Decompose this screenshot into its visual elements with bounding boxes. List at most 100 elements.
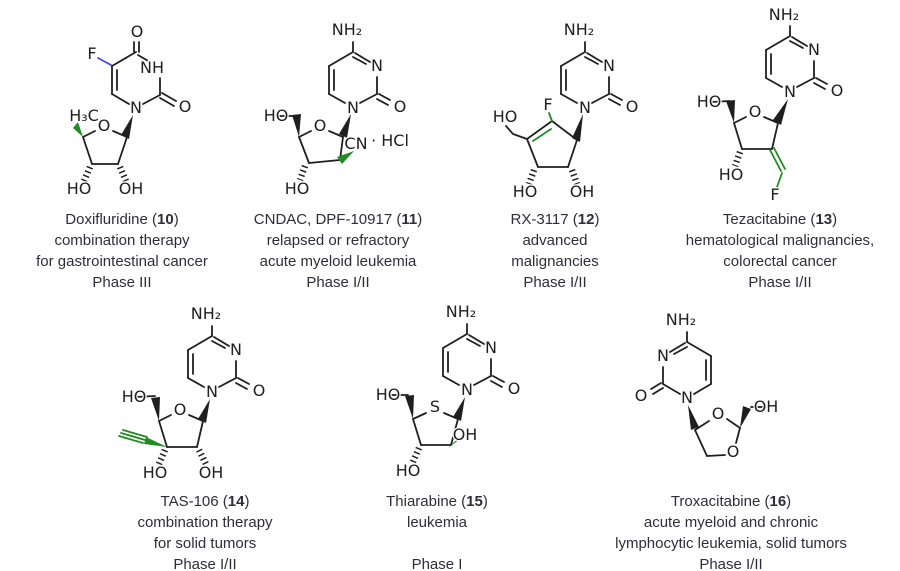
compound-number: 11: [401, 211, 418, 228]
oh-2-label: OH: [119, 179, 144, 198]
ho-5-label: HO: [376, 385, 401, 404]
compound-name-post: ): [594, 211, 600, 228]
carbonyl-o-label: O: [831, 81, 844, 100]
compound-name-post: ): [244, 493, 250, 510]
n1-label: N: [206, 382, 218, 401]
carbonyl-o-label: O: [626, 97, 639, 116]
compound-number: 16: [769, 493, 787, 510]
compound-name-pre: Thiarabine (: [386, 493, 467, 510]
compound-indication-2: for gastrointestinal cancer: [36, 253, 208, 270]
compound-indication-1: acute myeloid and chronic: [643, 514, 819, 531]
ring-s-label: S: [430, 397, 440, 416]
compound-number: 14: [227, 493, 245, 510]
compound-name-post: ): [417, 211, 423, 228]
oh-2-label: OH: [570, 182, 595, 201]
carbonyl-o-right-label: O: [179, 97, 192, 116]
compound-name: RX-3117 (12): [460, 209, 650, 230]
caption-thiarabine: Thiarabine (15) leukemia Phase I: [337, 491, 537, 571]
compound-indication-2: for solid tumors: [153, 535, 257, 552]
ho-5-label: HO: [697, 92, 722, 111]
ho-5-label: HO: [122, 387, 147, 406]
n1-label: N: [130, 98, 142, 117]
compound-name-pre: Tezacitabine (: [722, 211, 816, 228]
compound-name-pre: Doxifluridine (: [65, 211, 157, 228]
amine-label: NH₂: [191, 304, 221, 323]
methyl-label: H₃C: [69, 106, 99, 125]
amine-label: NH₂: [564, 20, 594, 39]
n3-label: N: [371, 56, 383, 75]
compound-phase: Phase I/II: [173, 556, 237, 571]
compound-name-post: ): [832, 211, 838, 228]
compound-name-post: ): [786, 493, 792, 510]
compound-indication-1: hematological malignancies,: [685, 232, 875, 249]
ho-3-label: HO: [396, 461, 421, 480]
compound-indication-1: relapsed or refractory: [266, 232, 410, 249]
compound-phase: Phase I/II: [699, 556, 763, 571]
compound-name-pre: CNDAC, DPF-10917 (: [253, 211, 402, 228]
amine-label: NH₂: [446, 302, 476, 321]
compound-phase: Phase I/II: [523, 274, 587, 291]
cyano-label: CN: [344, 134, 367, 153]
compound-number: 15: [466, 493, 483, 510]
ho-5-label: HO: [493, 107, 518, 126]
caption-troxacitabine: Troxacitabine (16) acute myeloid and chr…: [597, 491, 865, 571]
ring-o-bottom-label: O: [727, 442, 740, 461]
caption-cndac: CNDAC, DPF-10917 (11) relapsed or refrac…: [222, 209, 454, 293]
compound-indication-2: acute myeloid leukemia: [259, 253, 417, 270]
compound-number: 12: [577, 211, 595, 228]
caption-tas-106: TAS-106 (14) combination therapy for sol…: [95, 491, 315, 571]
ring-o-label: O: [749, 102, 762, 121]
n1-label: N: [681, 388, 693, 407]
amine-label: NH₂: [332, 20, 362, 39]
compound-name: Doxifluridine (10): [5, 209, 239, 230]
compound-name: Tezacitabine (13): [660, 209, 900, 230]
ho-5-label: HO: [264, 106, 289, 125]
ring-o-label: O: [174, 400, 187, 419]
compound-name-pre: Troxacitabine (: [670, 493, 770, 510]
n3-label: N: [657, 346, 669, 365]
compound-name: Thiarabine (15): [337, 491, 537, 512]
n1-label: N: [784, 82, 796, 101]
nh-label: NH: [140, 58, 164, 77]
compound-number: 13: [815, 211, 833, 228]
ho-3-label: HO: [67, 179, 92, 198]
compound-indication-1: leukemia: [406, 514, 468, 531]
caption-tezacitabine: Tezacitabine (13) hematological malignan…: [660, 209, 900, 293]
compound-number: 10: [157, 211, 174, 228]
n1-label: N: [461, 380, 473, 399]
compound-indication-1: combination therapy: [54, 232, 190, 249]
compound-phase: Phase I: [411, 556, 463, 571]
caption-doxifluridine: Doxifluridine (10) combination therapy f…: [5, 209, 239, 293]
compound-name-pre: TAS-106 (: [160, 493, 228, 510]
oh-label: OH: [754, 397, 779, 416]
caption-rx-3117: RX-3117 (12) advanced malignancies Phase…: [460, 209, 650, 293]
compound-phase: Phase III: [92, 274, 152, 291]
n3-label: N: [603, 56, 615, 75]
carbonyl-o-label: O: [508, 379, 521, 398]
compound-phase: Phase I/II: [748, 274, 812, 291]
n1-label: N: [579, 98, 591, 117]
compound-indication-1: advanced: [522, 232, 588, 249]
carbonyl-o-label: O: [394, 97, 407, 116]
compound-indication-2: [337, 533, 537, 554]
ho-3-label: HO: [719, 165, 744, 184]
amine-label: NH₂: [769, 5, 799, 24]
ho-3-label: HO: [513, 182, 538, 201]
compound-name-post: ): [173, 211, 179, 228]
compound-indication-2: lymphocytic leukemia, solid tumors: [615, 535, 847, 552]
carbonyl-o-top-label: O: [131, 22, 144, 41]
compound-name-pre: RX-3117 (: [510, 211, 578, 228]
fluorine-label: F: [87, 44, 96, 63]
compound-indication-1: combination therapy: [137, 514, 273, 531]
ho-3-label: HO: [143, 463, 168, 482]
oh-2-label: OH: [453, 425, 478, 444]
